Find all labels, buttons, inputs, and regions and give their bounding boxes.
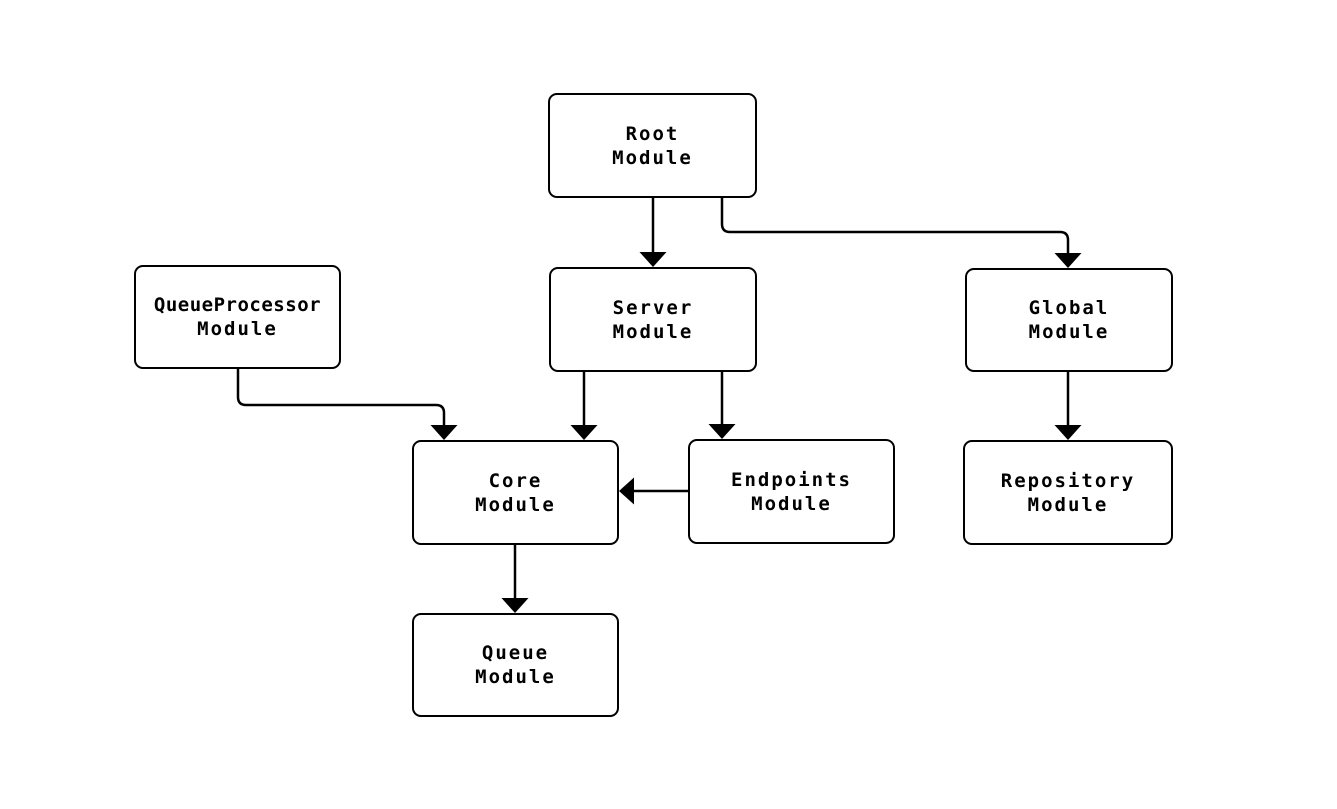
node-queue-module: Queue Module <box>412 613 619 717</box>
arrowhead-root-to-server <box>639 252 667 267</box>
node-label: Module <box>1027 493 1109 516</box>
node-label: Root <box>625 122 680 145</box>
node-label: Repository <box>1000 469 1136 492</box>
arrowhead-queueprocessor-to-core <box>430 425 458 440</box>
node-label: QueueProcessor <box>153 294 322 316</box>
edge-root-to-global <box>720 198 1070 253</box>
node-global-module: Global Module <box>965 268 1173 372</box>
arrowhead-server-to-endpoints <box>708 424 736 439</box>
arrowhead-endpoints-to-core <box>619 477 634 505</box>
node-endpoints-module: Endpoints Module <box>688 439 895 544</box>
node-label: Module <box>475 493 556 516</box>
node-label: Module <box>197 318 278 340</box>
node-label: Endpoints <box>731 468 852 491</box>
arrowhead-server-to-core <box>570 425 598 440</box>
node-label: Module <box>751 492 832 515</box>
arrowhead-core-to-queue <box>501 598 529 613</box>
node-root-module: Root Module <box>548 93 757 198</box>
node-label: Server <box>612 296 694 319</box>
node-label: Module <box>612 320 694 343</box>
arrowhead-root-to-global <box>1054 253 1082 268</box>
node-label: Core <box>488 469 543 492</box>
edge-queueprocessor-to-core <box>236 369 446 425</box>
node-label: Queue <box>481 642 550 664</box>
node-server-module: Server Module <box>549 267 757 372</box>
node-label: Module <box>612 146 693 169</box>
node-label: Module <box>475 666 556 688</box>
arrowhead-global-to-repository <box>1054 425 1082 440</box>
node-queueprocessor-module: QueueProcessor Module <box>134 265 341 369</box>
node-label: Global <box>1028 297 1110 319</box>
node-core-module: Core Module <box>412 440 619 545</box>
node-repository-module: Repository Module <box>963 440 1173 545</box>
node-label: Module <box>1028 321 1110 343</box>
